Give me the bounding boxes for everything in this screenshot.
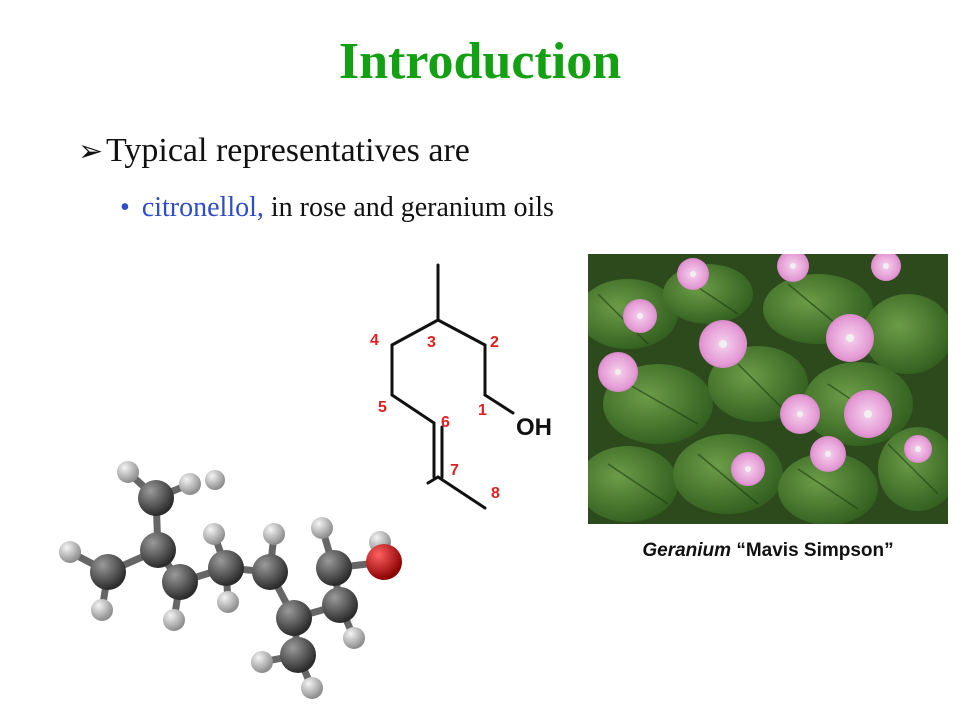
atom-number-1: 1 (478, 402, 487, 419)
skeletal-bonds (390, 263, 515, 510)
skeletal-formula-diagram: 1 2 3 4 5 6 7 8 OH (370, 263, 552, 510)
ball-and-stick-model (59, 461, 402, 699)
atom-number-6: 6 (441, 414, 450, 431)
carbon-atoms (90, 480, 358, 673)
photo-caption: Geranium “Mavis Simpson” (588, 540, 948, 562)
bullet-level-1-text: Typical representatives are (106, 132, 470, 169)
atom-number-2: 2 (490, 334, 499, 351)
bullet-level-2-text: in rose and geranium oils (270, 192, 554, 223)
slide-title: Introduction (338, 33, 622, 90)
dot-bullet-icon: • (120, 192, 130, 223)
hydroxyl-label: OH (516, 414, 552, 441)
bullet-level-2: • citronellol, in rose and geranium oils (120, 192, 554, 224)
oxygen-atom (366, 544, 402, 580)
geranium-photo (588, 254, 948, 524)
geranium-flowers (598, 254, 932, 486)
atom-number-7: 7 (450, 462, 459, 479)
caption-cultivar: “Mavis Simpson” (736, 540, 894, 561)
atom-number-3: 3 (427, 334, 436, 351)
atom-number-8: 8 (491, 485, 500, 502)
bullet-level-1: ➢ Typical representatives are (78, 132, 470, 170)
compound-name: citronellol, (141, 192, 264, 223)
atom-number-5: 5 (378, 399, 387, 416)
caption-genus: Geranium (642, 540, 732, 561)
atom-number-4: 4 (370, 332, 379, 349)
arrow-bullet-icon: ➢ (78, 134, 104, 168)
